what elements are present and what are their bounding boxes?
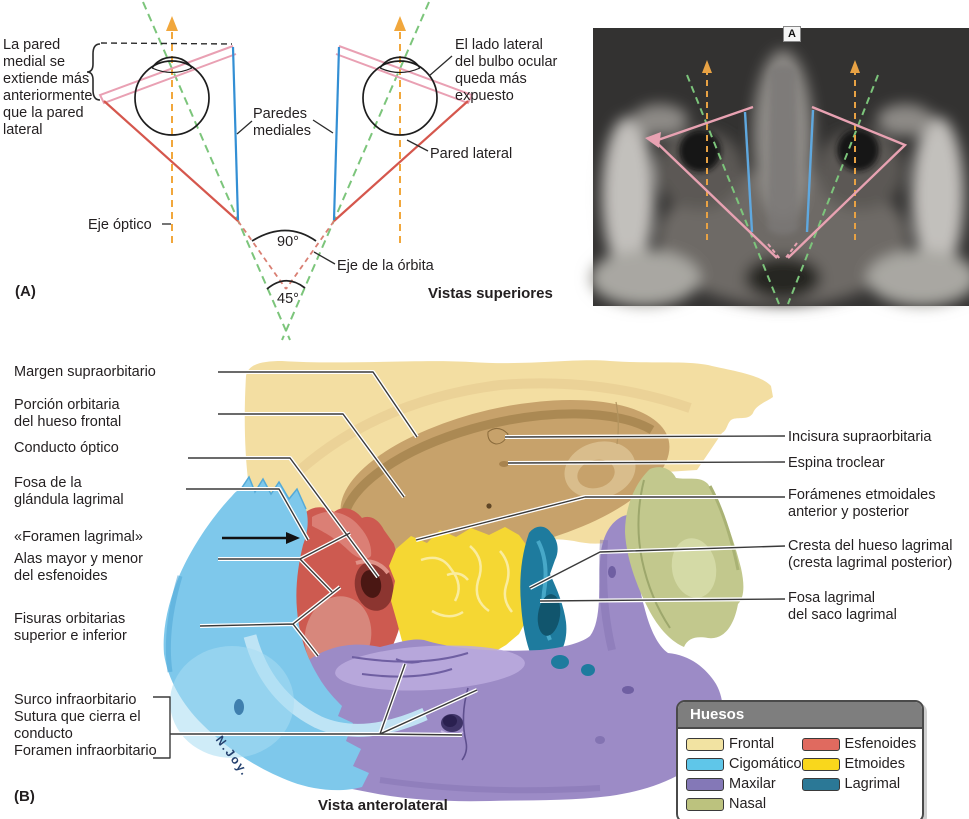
legend-label: Nasal xyxy=(729,796,767,812)
legend-swatch-lagrimal xyxy=(801,777,840,791)
legend-swatch-nasal xyxy=(686,797,724,811)
legend-item: Maxilar xyxy=(686,776,802,792)
label-foramen-lagrimal: «Foramen lagrimal» xyxy=(14,529,143,545)
label-margen-supraorbitario: Margen supraorbitario xyxy=(14,364,156,380)
label-fisuras-orbitarias: Fisuras orbitarias superior e inferior xyxy=(14,611,127,644)
bones-legend: Huesos Frontal Cigomático Maxilar Nasal xyxy=(676,700,924,819)
label-cresta-lagrimal: Cresta del hueso lagrimal (cresta lagrim… xyxy=(788,538,953,571)
label-porcion-orbitaria: Porción orbitaria del hueso frontal xyxy=(14,397,122,430)
label-angle-90: 90° xyxy=(277,234,299,250)
panel-b-illustration xyxy=(163,360,773,802)
mri-anterior-marker: A xyxy=(783,26,801,42)
panel-a-caption: Vistas superiores xyxy=(428,285,553,302)
label-incisura-supraorbitaria: Incisura supraorbitaria xyxy=(788,429,932,445)
legend-swatch-esfenoides xyxy=(801,737,840,751)
label-pared-lateral: Pared lateral xyxy=(430,146,513,162)
label-conducto-optico: Conducto óptico xyxy=(14,440,119,456)
legend-item: Lagrimal xyxy=(801,776,917,792)
label-angle-45: 45° xyxy=(277,291,299,307)
legend-item: Frontal xyxy=(686,736,802,752)
panel-b-tag: (B) xyxy=(14,788,35,805)
mri-image xyxy=(590,28,969,306)
label-paredes-mediales: Paredes mediales xyxy=(253,106,312,139)
legend-label: Cigomático xyxy=(729,756,802,772)
legend-label: Maxilar xyxy=(729,776,776,792)
label-fosa-glandula-lagrimal: Fosa de la glándula lagrimal xyxy=(14,475,124,508)
legend-title: Huesos xyxy=(678,702,922,729)
legend-swatch-maxilar xyxy=(686,777,724,791)
label-espina-troclear: Espina troclear xyxy=(788,455,885,471)
label-alas-esfenoides: Alas mayor y menor del esfenoides xyxy=(14,551,143,584)
label-fosa-saco-lagrimal: Fosa lagrimal del saco lagrimal xyxy=(788,590,897,623)
legend-label: Etmoides xyxy=(844,756,905,772)
panel-a-tag: (A) xyxy=(15,283,36,300)
legend-swatch-frontal xyxy=(686,737,724,751)
panel-b-leaders xyxy=(153,370,786,759)
label-infraorbitario: Surco infraorbitario Sutura que cierra e… xyxy=(14,692,157,759)
legend-label: Lagrimal xyxy=(844,776,901,792)
label-medial-wall-note: La pared medial se extiende más anterior… xyxy=(3,37,93,138)
legend-item: Etmoides xyxy=(801,756,917,772)
legend-item: Cigomático xyxy=(686,756,802,772)
panel-a-schematic xyxy=(86,1,474,341)
legend-item: Nasal xyxy=(686,796,802,812)
legend-label: Frontal xyxy=(729,736,775,752)
legend-swatch-cigomatico xyxy=(686,757,724,771)
label-eje-orbita: Eje de la órbita xyxy=(337,258,434,274)
legend-item: Esfenoides xyxy=(801,736,917,752)
legend-label: Esfenoides xyxy=(844,736,917,752)
label-eje-optico: Eje óptico xyxy=(88,217,152,233)
label-foramenes-etmoidales: Forámenes etmoidales anterior y posterio… xyxy=(788,487,936,520)
legend-swatch-etmoides xyxy=(801,757,840,771)
label-lado-lateral: El lado lateral del bulbo ocular queda m… xyxy=(455,37,558,104)
panel-b-caption: Vista anterolateral xyxy=(318,797,448,814)
